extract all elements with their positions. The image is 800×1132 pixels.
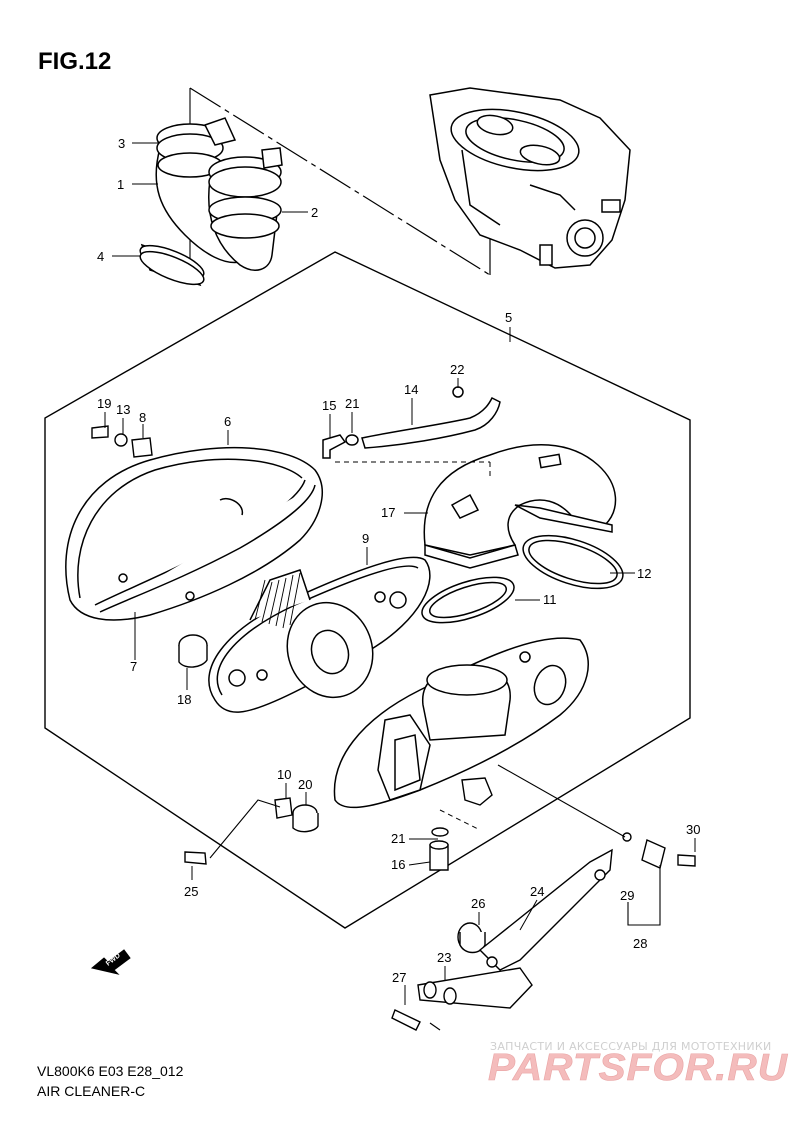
hardware-left [91, 425, 208, 668]
callout-2: 2 [311, 205, 318, 220]
callout-23: 23 [437, 950, 451, 965]
reference-line-lower-left [209, 799, 281, 859]
model-code: VL800K6 E03 E28_012 [37, 1063, 184, 1079]
callout-26: 26 [471, 896, 485, 911]
hardware-lower-left [184, 797, 319, 865]
callout-19: 19 [97, 396, 111, 411]
duct-seal-12 [522, 534, 624, 590]
callout-3: 3 [118, 136, 125, 151]
callout-8: 8 [139, 410, 146, 425]
carburetor [429, 87, 631, 269]
callout-21-upper: 21 [345, 396, 359, 411]
dashed-references [335, 461, 491, 831]
callout-12: 12 [637, 566, 651, 581]
callout-14: 14 [404, 382, 418, 397]
air-cleaner-case [333, 637, 589, 809]
air-cleaner-cover [65, 446, 323, 621]
reference-lines-lower [429, 764, 661, 1031]
forward-arrow-icon: FWD [90, 949, 131, 975]
callout-7: 7 [130, 659, 137, 674]
callout-29: 29 [620, 888, 634, 903]
hardware-lower-right [391, 777, 696, 1031]
callout-21-lower: 21 [391, 831, 405, 846]
callout-16: 16 [391, 857, 405, 872]
callout-5: 5 [505, 310, 512, 325]
watermark-caption: ЗАПЧАСТИ И АКСЕССУАРЫ ДЛЯ МОТОТЕХНИКИ [490, 1040, 772, 1053]
section-name: AIR CLEANER-C [37, 1083, 146, 1099]
breather-hose [322, 386, 501, 459]
callout-9: 9 [362, 531, 369, 546]
intake-duct [423, 444, 617, 569]
callout-27: 27 [392, 970, 406, 985]
callout-18: 18 [177, 692, 191, 707]
leader-lines [104, 142, 696, 1005]
callout-15: 15 [322, 398, 336, 413]
duct-seal-11 [421, 576, 515, 624]
callout-labels: 1 2 3 4 5 6 7 8 9 10 11 12 13 14 15 16 1… [97, 136, 700, 985]
filter-element [208, 556, 431, 713]
reference-line-upper [189, 87, 491, 276]
callout-13: 13 [116, 402, 130, 417]
callout-30: 30 [686, 822, 700, 837]
watermark-logo: PARTSFOR.RU [488, 1047, 789, 1089]
intake-pipe-assembly [139, 117, 283, 287]
callout-4: 4 [97, 249, 104, 264]
callout-20: 20 [298, 777, 312, 792]
callout-1: 1 [117, 177, 124, 192]
callout-25: 25 [184, 884, 198, 899]
assembly-frame [44, 251, 691, 929]
callout-6: 6 [224, 414, 231, 429]
callout-28: 28 [633, 936, 647, 951]
callout-11: 11 [543, 592, 557, 607]
filter-pleats [254, 572, 301, 629]
callout-24: 24 [530, 884, 544, 899]
figure-title: FIG.12 [38, 48, 112, 75]
callout-10: 10 [277, 767, 291, 782]
callout-22: 22 [450, 362, 464, 377]
callout-17: 17 [381, 505, 395, 520]
